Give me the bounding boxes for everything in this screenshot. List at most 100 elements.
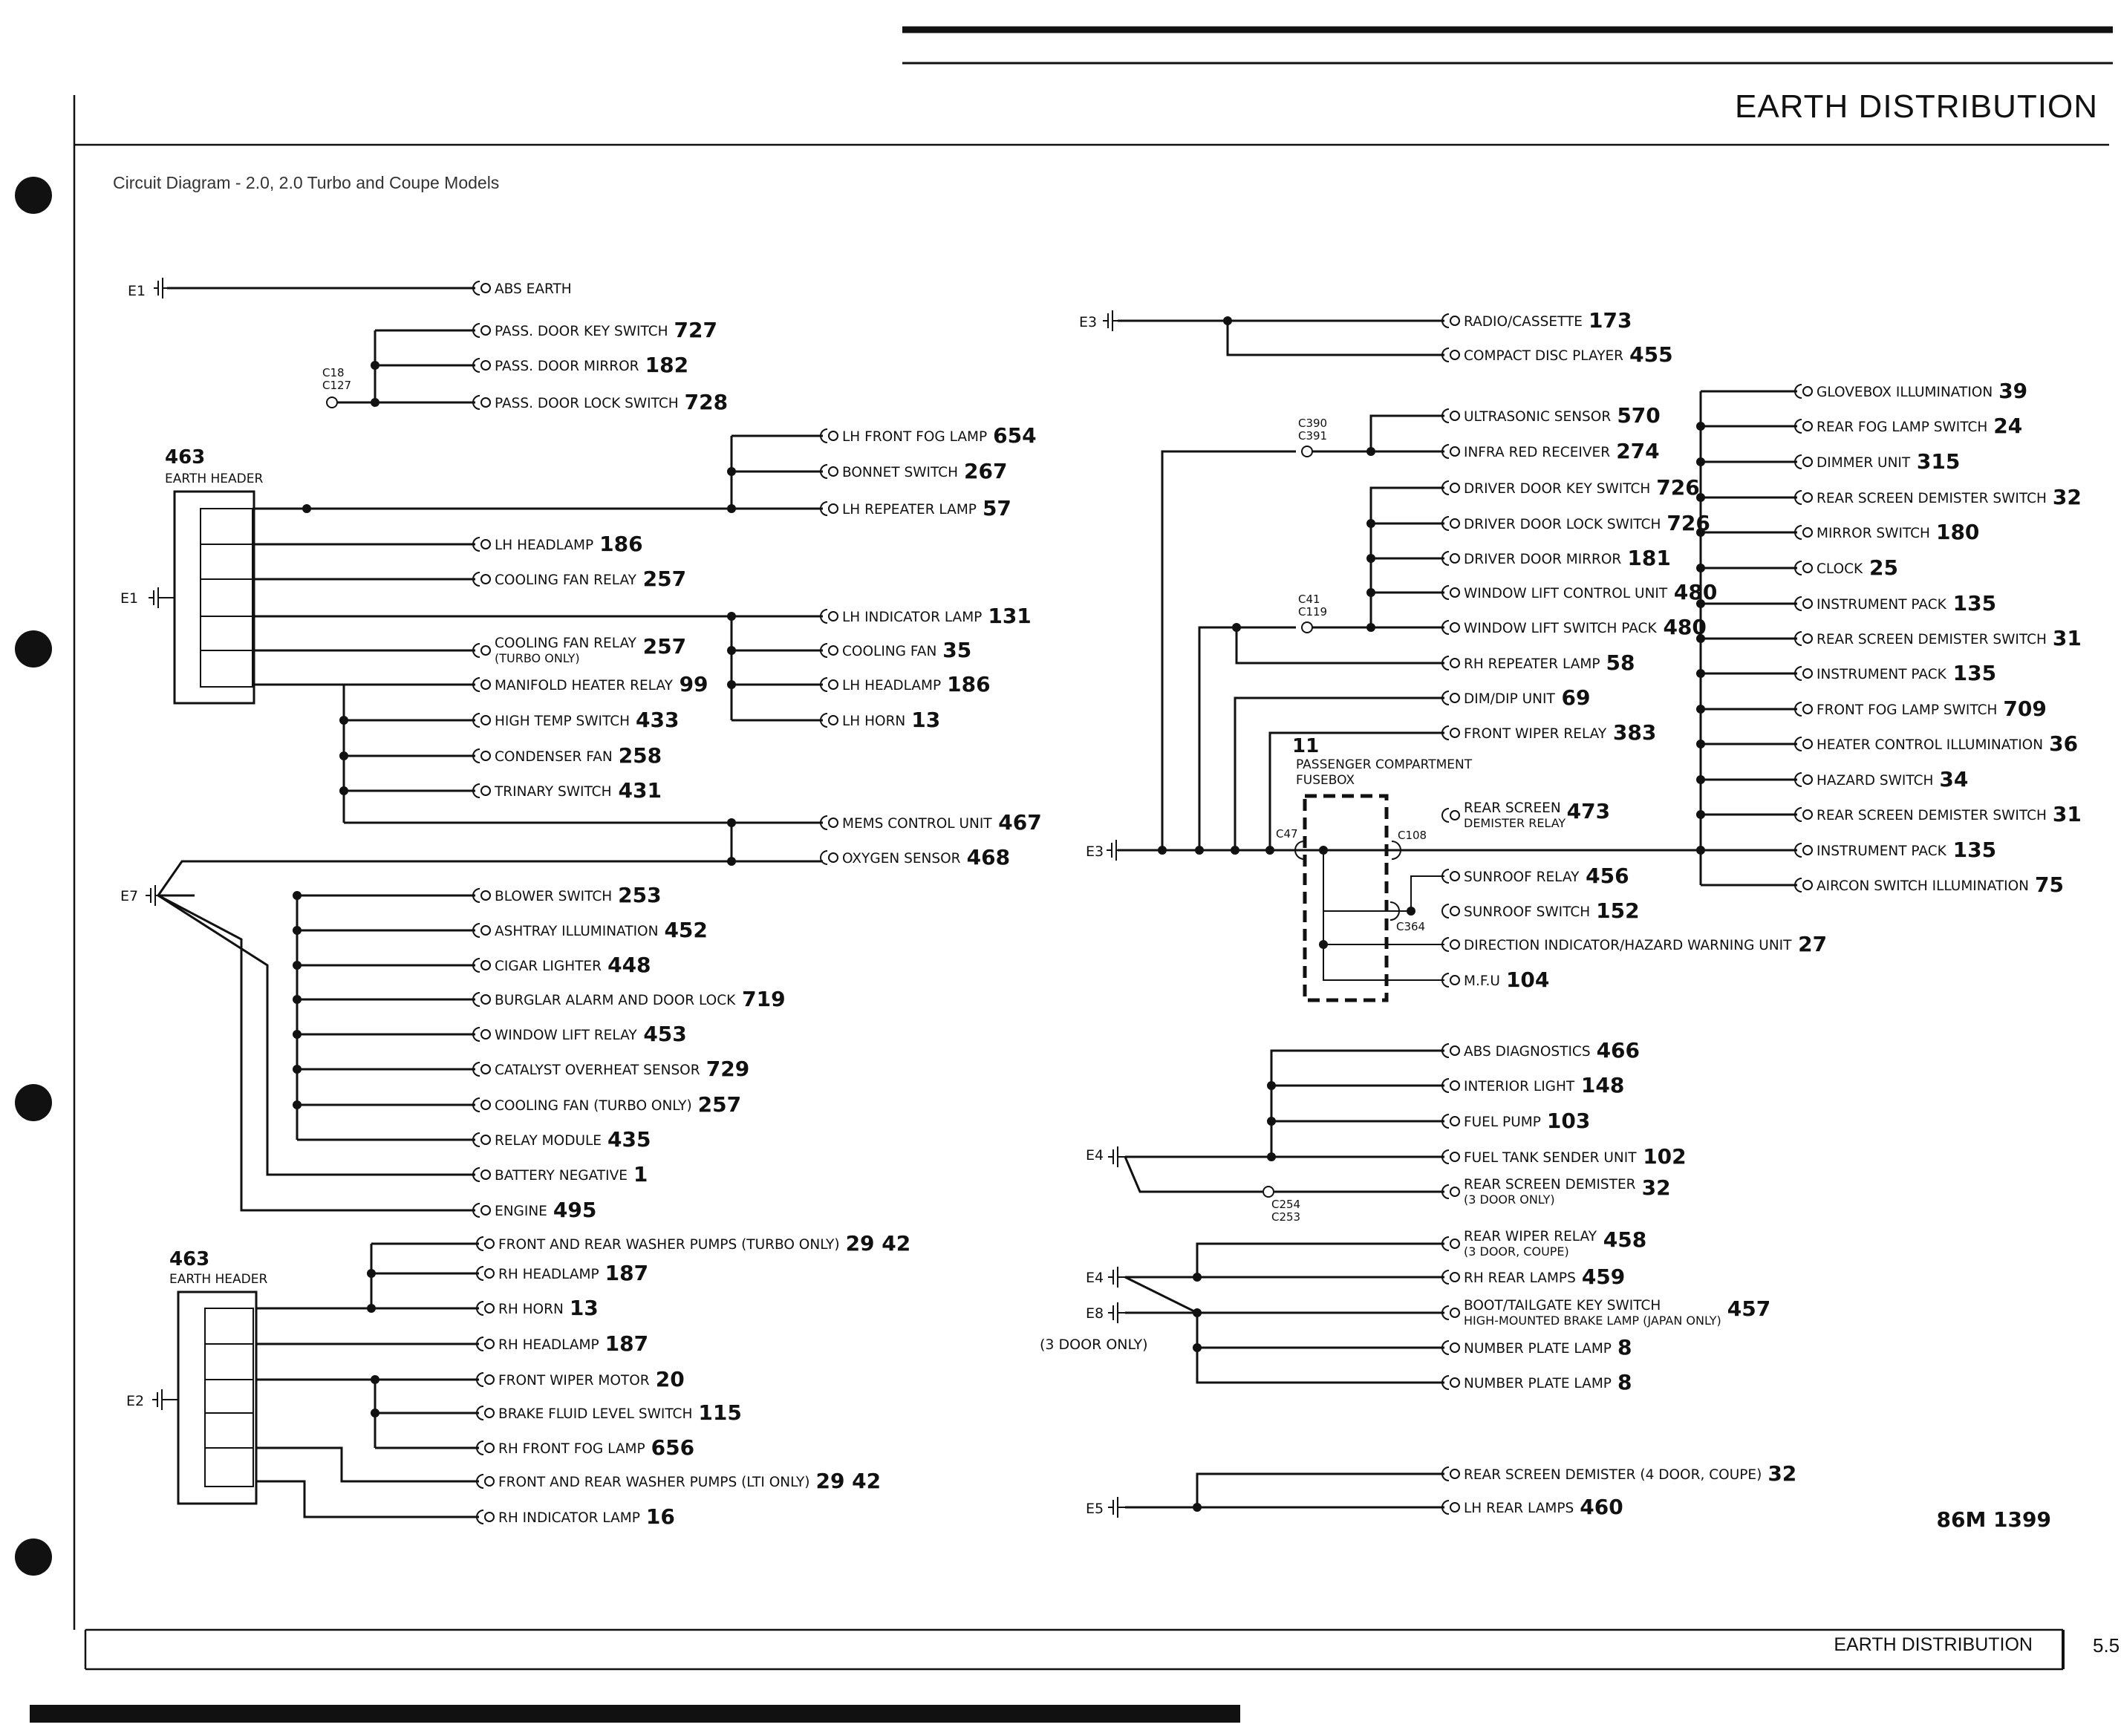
terminal-icon bbox=[480, 715, 491, 725]
component-label: FRONT AND REAR WASHER PUMPS (LTI ONLY) bbox=[498, 1475, 809, 1490]
component-label: ABS DIAGNOSTICS bbox=[1464, 1044, 1591, 1060]
terminal-icon bbox=[1802, 668, 1813, 679]
component-ref-number: 453 bbox=[643, 1022, 686, 1046]
terminal-icon bbox=[480, 397, 491, 408]
component-ref-number: 456 bbox=[1586, 864, 1629, 888]
footer-title: EARTH DISTRIBUTION bbox=[1834, 1634, 2033, 1655]
terminal-icon bbox=[1450, 1239, 1460, 1249]
component-ref-number: 495 bbox=[553, 1198, 596, 1222]
component-ref-number: 34 bbox=[1939, 767, 1968, 792]
terminal-icon bbox=[1802, 527, 1813, 538]
component-ref-number: 383 bbox=[1613, 720, 1656, 745]
component-label: LH HEADLAMP bbox=[842, 678, 941, 694]
component-ref-number: 467 bbox=[998, 810, 1041, 835]
terminal-icon bbox=[1450, 1080, 1460, 1091]
component-label: CLOCK bbox=[1817, 561, 1863, 577]
svg-text:E5: E5 bbox=[1086, 1501, 1104, 1517]
terminal-icon bbox=[828, 818, 838, 828]
connector-arc-icon bbox=[1441, 656, 1450, 670]
component-ref-number: 455 bbox=[1629, 342, 1672, 367]
component-label: REAR SCREEN DEMISTER SWITCH bbox=[1817, 491, 2047, 506]
component-label: TRINARY SWITCH bbox=[494, 784, 612, 800]
connector-arc-icon bbox=[1441, 973, 1450, 988]
earth-e1-mid: E1 bbox=[120, 587, 175, 608]
component-ref-number: 727 bbox=[674, 318, 717, 342]
terminal-icon bbox=[1450, 1187, 1460, 1197]
svg-text:E8: E8 bbox=[1086, 1305, 1104, 1322]
connector-arc-icon bbox=[472, 1167, 480, 1182]
svg-text:FUSEBOX: FUSEBOX bbox=[1296, 773, 1355, 788]
earth-e1-top: E1 bbox=[128, 278, 167, 299]
terminal-icon bbox=[828, 503, 838, 514]
component-rsd-4door: REAR SCREEN DEMISTER (4 DOOR, COUPE)32 bbox=[1441, 1461, 1796, 1486]
component-ref-number: 148 bbox=[1581, 1073, 1624, 1097]
connector-arc-icon bbox=[1441, 1500, 1450, 1515]
component-label: RH REAR LAMPS bbox=[1464, 1270, 1576, 1286]
earth-header-2: 463 EARTH HEADER bbox=[169, 1248, 268, 1505]
component-ref-number: 25 bbox=[1869, 555, 1898, 580]
component-label: INSTRUMENT PACK bbox=[1817, 843, 1947, 859]
component-ref-number: 257 bbox=[643, 634, 686, 659]
component-label: OXYGEN SENSOR bbox=[842, 851, 961, 867]
component-ref-number: 99 bbox=[680, 672, 708, 696]
component-sublabel: HIGH-MOUNTED BRAKE LAMP (JAPAN ONLY) bbox=[1464, 1314, 1721, 1328]
terminal-icon bbox=[828, 431, 838, 441]
component-label: FRONT AND REAR WASHER PUMPS (TURBO ONLY) bbox=[498, 1237, 840, 1253]
svg-text:C127: C127 bbox=[322, 379, 351, 392]
connector-arc-icon bbox=[476, 1337, 484, 1351]
component-label: CIGAR LIGHTER bbox=[495, 959, 602, 974]
component-label: REAR WIPER RELAY bbox=[1464, 1229, 1597, 1244]
component-label: FUEL TANK SENDER UNIT bbox=[1464, 1150, 1637, 1166]
earth-e8: E8 (3 DOOR ONLY) bbox=[1040, 1302, 1148, 1353]
earth-e4-a: E4 bbox=[1086, 1146, 1125, 1167]
connector-arc-icon bbox=[820, 713, 828, 728]
connector-arc-icon bbox=[476, 1372, 484, 1387]
component-label: ENGINE bbox=[495, 1204, 547, 1219]
connector-arc-icon bbox=[472, 992, 480, 1007]
component-ref-number: 173 bbox=[1589, 308, 1632, 333]
svg-text:C108: C108 bbox=[1398, 829, 1427, 842]
binder-hole bbox=[15, 630, 52, 668]
terminal-icon bbox=[1450, 1469, 1460, 1479]
connector-arc-icon bbox=[820, 609, 828, 624]
terminal-icon bbox=[1802, 598, 1813, 609]
component-label: PASS. DOOR MIRROR bbox=[495, 359, 639, 374]
component-ref-number: 115 bbox=[698, 1400, 741, 1425]
terminal-icon bbox=[1802, 492, 1813, 503]
terminal-icon bbox=[1450, 518, 1460, 529]
component-label: AIRCON SWITCH ILLUMINATION bbox=[1817, 878, 2029, 894]
connector-arc-icon bbox=[472, 748, 480, 763]
connector-c254-c253: C254 C253 bbox=[1262, 1186, 1300, 1224]
connector-arc-icon bbox=[472, 572, 480, 587]
terminal-icon bbox=[828, 466, 838, 477]
terminal-icon bbox=[1450, 728, 1460, 738]
component-label: COOLING FAN (TURBO ONLY) bbox=[495, 1098, 692, 1114]
component-label: LH REPEATER LAMP bbox=[842, 502, 977, 518]
terminal-icon bbox=[1450, 622, 1460, 633]
binder-hole bbox=[15, 177, 52, 214]
component-sublabel: (3 DOOR, COUPE) bbox=[1464, 1244, 1569, 1259]
terminal-icon bbox=[484, 1443, 495, 1453]
component-ref-number: 8 bbox=[1617, 1370, 1632, 1394]
connector-c364: C364 bbox=[1389, 901, 1425, 933]
svg-text:463: 463 bbox=[169, 1248, 209, 1270]
component-label: REAR SCREEN DEMISTER SWITCH bbox=[1817, 808, 2047, 823]
